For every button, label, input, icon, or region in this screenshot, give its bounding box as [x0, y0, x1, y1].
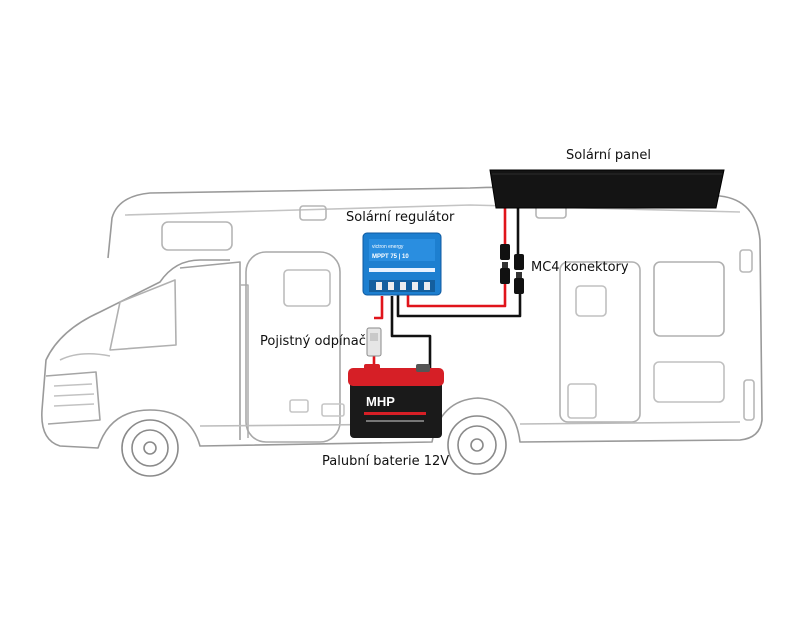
rear-wheel [447, 415, 507, 475]
mc4-positive-wire [406, 282, 507, 308]
front-wheel [121, 419, 179, 477]
battery-brand-text: MHP [366, 394, 395, 409]
fuse-switch-label: Pojistný odpínač [260, 334, 366, 349]
battery-negative-wire [390, 296, 432, 376]
mc4-negative-wire [396, 292, 522, 318]
battery-positive-wire [374, 296, 384, 320]
battery: MHP [348, 364, 444, 438]
onboard-battery-label: Palubní baterie 12V [322, 454, 450, 469]
wiring [372, 207, 522, 378]
mc4-connectors-label: MC4 konektory [531, 260, 629, 275]
regulator-model-text: MPPT 75 | 10 [372, 254, 409, 260]
solar-regulator-label: Solární regulátor [346, 210, 455, 225]
mc4-connectors [500, 244, 524, 294]
fuse-switch [366, 327, 382, 357]
solar-panel-label: Solární panel [566, 148, 651, 163]
regulator-brand-text: victron energy [372, 244, 404, 250]
solar-panel [489, 169, 725, 209]
solar-regulator: victron energy MPPT 75 | 10 [362, 232, 442, 296]
